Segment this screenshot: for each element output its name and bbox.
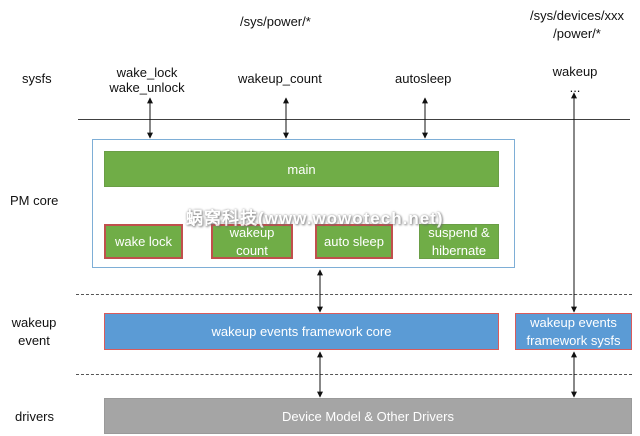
sys-power-path: /sys/power/* <box>240 14 311 29</box>
pm-suspend-line2: hibernate <box>431 243 487 258</box>
pm-suspend-hibernate-block: suspend & hibernate <box>419 224 499 259</box>
pm-wakeup-count-block: wakeup count <box>211 224 293 259</box>
sys-devices-path: /sys/devices/xxx /power/* <box>522 8 632 41</box>
sysfs-wake-unlock: wake_unlock <box>109 80 185 95</box>
sysfs-device-wakeup: wakeup ... <box>540 64 610 95</box>
sysfs-device-ellipsis: ... <box>569 80 581 95</box>
row-label-wakeup-event-line2: event <box>18 333 50 348</box>
wakeup-events-framework-sysfs-block: wakeup events framework sysfs <box>515 313 632 350</box>
watermark-text: 蜗窝科技(www.wowotech.net) <box>186 209 444 228</box>
pm-core-frame <box>92 139 515 268</box>
pm-wakeup-count-line1: wakeup <box>229 225 275 240</box>
sys-devices-path-line1: /sys/devices/xxx <box>530 8 624 23</box>
sysfs-wake-lock: wake_lock <box>116 65 178 80</box>
sys-devices-path-line2: /power/* <box>553 26 601 41</box>
sysfs-autosleep: autosleep <box>395 71 452 86</box>
framework-sysfs-line2: framework sysfs <box>526 333 621 348</box>
sysfs-separator-line <box>78 119 630 120</box>
device-model-drivers-block: Device Model & Other Drivers <box>104 398 632 434</box>
wakeup-event-separator-dashed <box>76 374 632 375</box>
row-label-wakeup-event: wakeup event <box>6 315 62 348</box>
row-label-pm-core: PM core <box>10 193 59 208</box>
wakeup-events-framework-core-block: wakeup events framework core <box>104 313 499 350</box>
row-label-drivers: drivers <box>15 409 55 424</box>
pm-wakeup-count-line2: count <box>236 243 268 258</box>
pm-core-separator-dashed <box>76 294 632 295</box>
pm-wake-lock-block: wake lock <box>104 224 183 259</box>
pm-main-block: main <box>104 151 499 187</box>
sysfs-wakeup-count: wakeup_count <box>238 71 322 86</box>
framework-sysfs-line1: wakeup events <box>530 315 617 330</box>
row-label-wakeup-event-line1: wakeup <box>11 315 57 330</box>
pm-suspend-line1: suspend & <box>428 225 490 240</box>
sysfs-wake-lock-unlock: wake_lock wake_unlock <box>100 65 194 95</box>
row-label-sysfs: sysfs <box>22 71 52 86</box>
pm-auto-sleep-block: auto sleep <box>315 224 393 259</box>
sysfs-device-wakeup-label: wakeup <box>552 64 598 79</box>
